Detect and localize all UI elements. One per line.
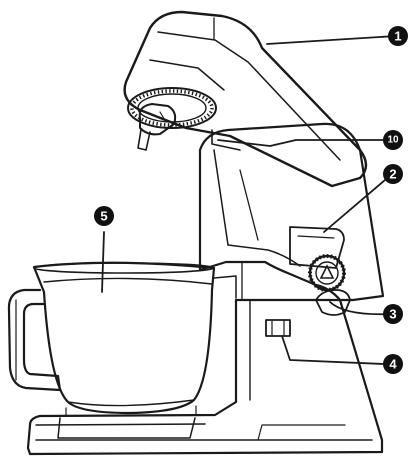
mixer-base [26,298,384,456]
leader-lines [101,35,397,365]
svg-text:1: 1 [394,29,401,44]
callout-2: 2 [383,164,403,184]
mixing-bowl [7,261,243,417]
mixer-head [123,10,368,188]
svg-text:5: 5 [100,209,107,224]
callout-1: 1 [388,26,408,46]
svg-text:3: 3 [389,307,396,322]
mixer-column [198,122,385,337]
callout-10: 10 [383,130,403,150]
callout-3: 3 [383,304,403,324]
callout-4: 4 [383,354,403,374]
svg-text:2: 2 [389,167,396,182]
svg-text:10: 10 [387,135,399,146]
callout-5: 5 [94,206,114,226]
svg-text:4: 4 [389,357,397,372]
